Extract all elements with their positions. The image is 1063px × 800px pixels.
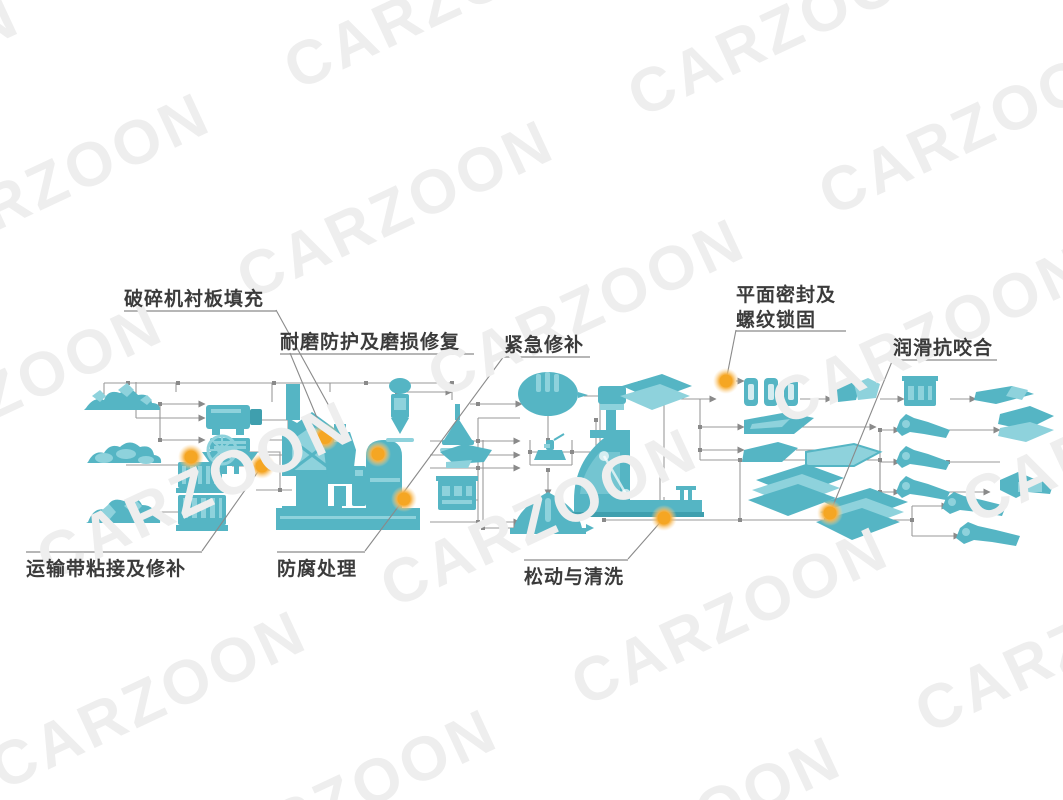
hotspot-conveyor (651, 505, 677, 531)
ore-pile-2 (87, 442, 162, 464)
hotspot-markers[interactable] (178, 368, 843, 531)
hotspot-crusher-mill (178, 444, 204, 470)
hotspot-base-frame (391, 486, 417, 512)
shim-stack (748, 464, 844, 516)
plate-stack (620, 374, 692, 410)
pump-housing (436, 476, 478, 510)
label-anticorrosion-treatment: 防腐处理 (277, 559, 358, 580)
leader-crusher-liner-filling (275, 309, 346, 436)
hotspot-furnace (311, 423, 339, 451)
hotspot-feeder (249, 453, 275, 479)
shaft-assembly (974, 386, 1034, 404)
crusher-unit (206, 405, 262, 435)
screen-deck (176, 495, 228, 531)
bolt-set-5 (956, 522, 1020, 546)
label-leader-lines (201, 309, 894, 560)
grease-tubes (834, 378, 880, 402)
coupling-set (998, 406, 1054, 442)
gasket-stack-right (816, 488, 908, 540)
flange-pair (742, 442, 883, 467)
coupling-set-2 (1000, 472, 1054, 498)
bolt-set-4 (942, 492, 1006, 516)
bolt-set-2 (896, 446, 950, 470)
label-emergency-repair: 紧急修补 (504, 335, 585, 356)
leader-emergency-repair (397, 355, 505, 501)
ore-pile-1 (84, 383, 160, 410)
leader-conveyor-belt-bonding (201, 465, 263, 552)
leader-lubrication-anti-seize (829, 358, 894, 514)
bearing-block (902, 376, 938, 406)
conveyor-incline (574, 386, 631, 500)
hotspot-gasket-stack (817, 500, 843, 526)
hotspot-mixer (365, 441, 391, 467)
label-underlines (26, 310, 997, 561)
bolt-set-1 (896, 414, 950, 438)
label-conveyor-belt-bonding: 运输带粘接及修补 (26, 559, 187, 580)
base-platform (276, 508, 420, 530)
valve-box (534, 433, 566, 460)
ore-pile-3 (86, 497, 161, 523)
gasket-plate (744, 412, 814, 434)
bolt-set-3 (896, 476, 950, 500)
bolt-rack (744, 378, 798, 406)
label-loosening-and-cleaning: 松动与清洗 (524, 567, 625, 588)
label-wear-protection-repair: 耐磨防护及磨损修复 (280, 332, 461, 353)
bell-housing (510, 492, 594, 534)
drill-bit (386, 378, 414, 442)
label-crusher-liner-filling: 破碎机衬板填充 (124, 289, 265, 310)
label-lubrication-anti-seize: 润滑抗咬合 (893, 338, 994, 359)
leader-wear-protection-repair (289, 352, 326, 438)
label-flat-seal-thread-lock: 平面密封及 螺纹锁固 (736, 285, 837, 332)
wear-plate (440, 444, 492, 468)
hotspot-bolt-rack (713, 368, 739, 394)
pressure-vessel (518, 372, 588, 416)
